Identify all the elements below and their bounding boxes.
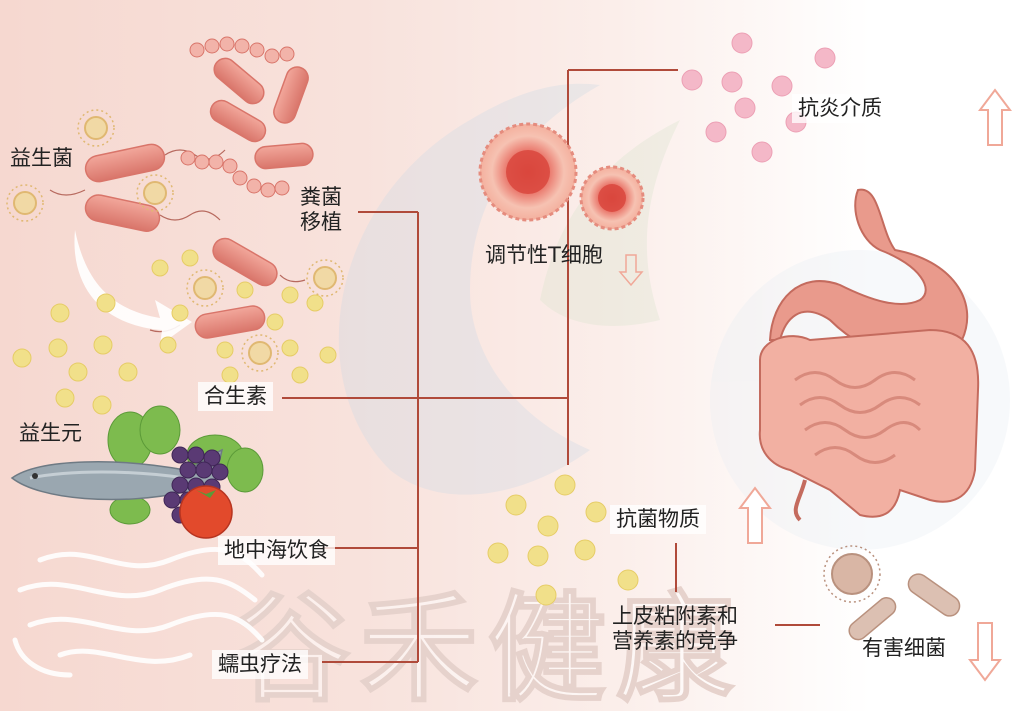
label-epithelial-competition: 上皮粘附素和 营养素的竞争 — [612, 604, 738, 654]
label-epithelial-line-2: 营养素的竞争 — [612, 629, 738, 654]
label-probiotics: 益生菌 — [10, 146, 73, 170]
label-fmt-line-2: 移植 — [300, 210, 342, 235]
label-treg: 调节性T细胞 — [485, 243, 603, 267]
antibacterial-increase-arrow — [738, 486, 772, 544]
regulatory-t-cell-icon — [478, 122, 645, 231]
label-prebiotics: 益生元 — [19, 421, 82, 445]
white-arrow-icon — [74, 230, 192, 345]
food-plate-icon — [10, 405, 264, 539]
label-synbiotics: 合生素 — [198, 382, 273, 412]
mediator-dots-icon — [681, 32, 836, 163]
antibacterial-dots-icon — [487, 474, 639, 606]
label-helminth-therapy: 蠕虫疗法 — [212, 650, 308, 680]
label-harmful-bacteria: 有害细菌 — [862, 636, 946, 660]
connector-lines — [282, 69, 820, 663]
probiotic-bacteria-icon — [49, 36, 314, 339]
gut-icon — [758, 188, 980, 522]
treg-decrease-arrow — [618, 254, 644, 287]
label-fmt-line-1: 粪菌 — [300, 185, 342, 209]
label-mediterranean-diet: 地中海饮食 — [218, 536, 335, 566]
label-antibacterial: 抗菌物质 — [610, 505, 706, 535]
pollen-icon — [6, 109, 344, 372]
harmful-bacteria-icon — [823, 545, 961, 641]
watermark-text: 谷禾健康 — [232, 580, 744, 711]
anti-inflammatory-increase-arrow — [978, 88, 1012, 146]
label-anti-inflammatory: 抗炎介质 — [792, 94, 888, 124]
label-epithelial-line-1: 上皮粘附素和 — [612, 604, 738, 628]
harmful-bacteria-decrease-arrow — [968, 622, 1002, 682]
label-fmt: 粪菌 移植 — [300, 185, 342, 235]
